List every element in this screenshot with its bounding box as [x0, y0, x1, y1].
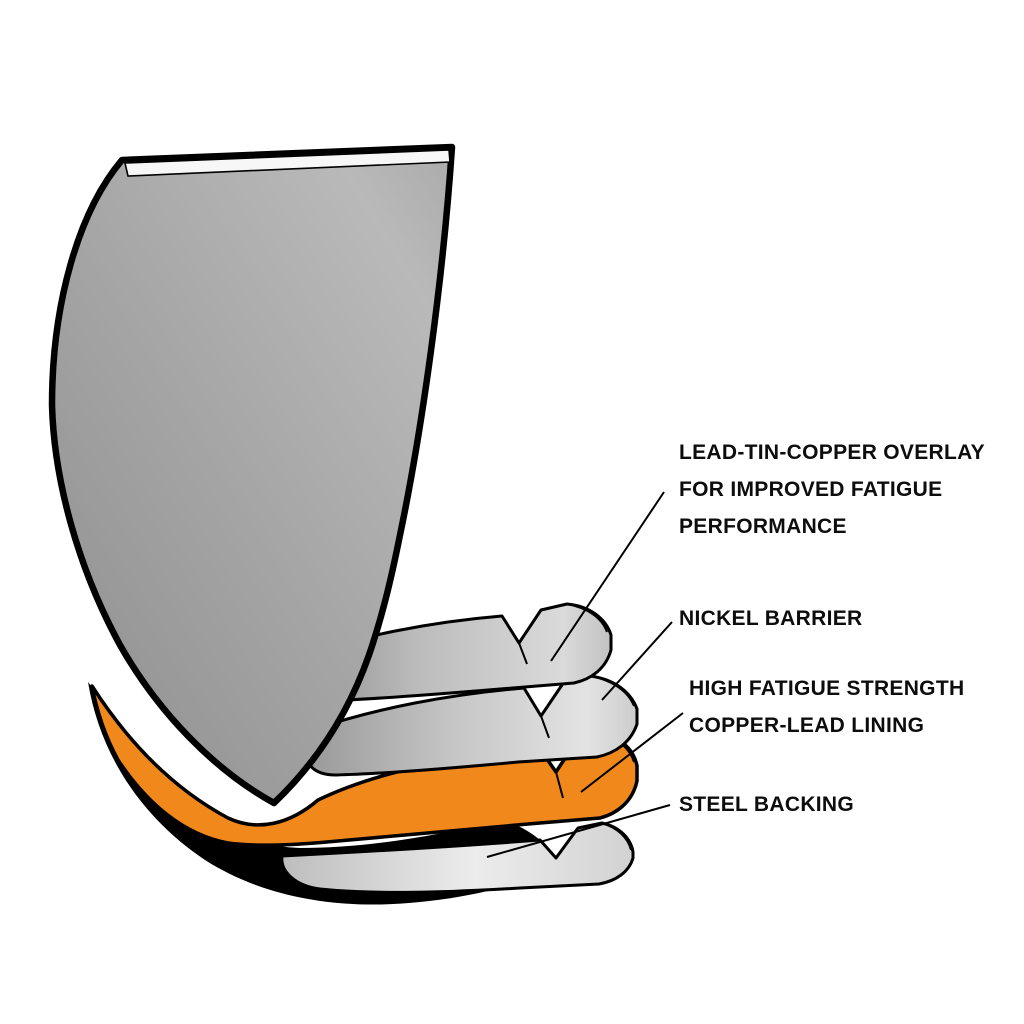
- leader-line-steel: [486, 804, 671, 858]
- leader-line-nickel: [601, 621, 673, 701]
- label-lead-tin-copper-overlay: LEAD-TIN-COPPER OVERLAY FOR IMPROVED FAT…: [679, 441, 985, 538]
- leader-line-overlay: [550, 491, 665, 662]
- overlay-tip-edge: [518, 603, 608, 665]
- label-nickel-barrier: NICKEL BARRIER: [679, 607, 863, 630]
- leader-line-copper-lead: [580, 712, 684, 793]
- copper-lead-layer-shape: [90, 684, 639, 847]
- steel-backing-tip-edge: [601, 822, 632, 851]
- bearing-shell-body: [48, 143, 456, 807]
- nickel-layer-shape: [305, 674, 639, 777]
- nickel-tip-edge: [540, 675, 635, 739]
- shell-top-rim: [124, 149, 451, 177]
- label-steel-backing: STEEL BACKING: [679, 793, 855, 816]
- steel-backing-layer-shape: [280, 821, 635, 894]
- label-copper-lead-lining: HIGH FATIGUE STRENGTH COPPER-LEAD LINING: [689, 677, 965, 737]
